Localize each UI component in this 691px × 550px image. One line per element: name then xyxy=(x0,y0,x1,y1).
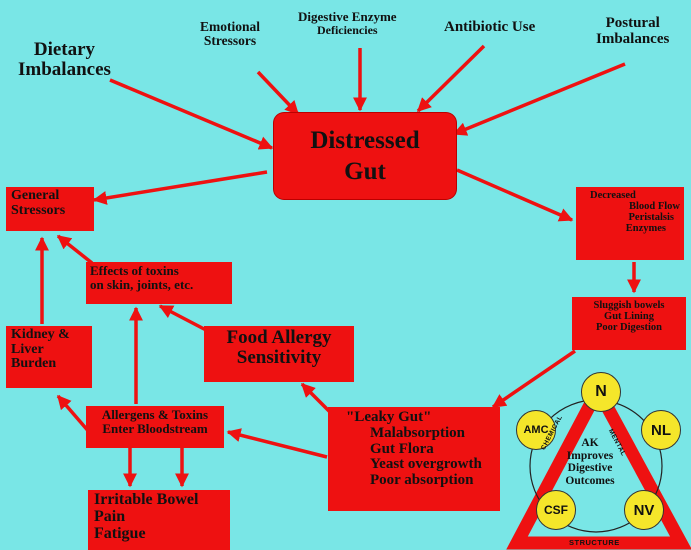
antibiotic-use-label: Antibiotic Use xyxy=(444,19,536,35)
arrow-emotional-to-gut xyxy=(256,70,300,116)
arrow-antibiotic-to-gut xyxy=(416,44,486,113)
ak-center-text: AK Improves Digestive Outcomes xyxy=(565,437,615,487)
arrow-gut-to-general-stressors xyxy=(92,170,268,205)
node-amc: AMC xyxy=(516,410,556,450)
decreased-box: Decreased Blood Flow Peristalsis Enzymes xyxy=(576,187,684,260)
arrow-food-allergy-to-toxins xyxy=(158,304,207,332)
arrow-leaky-to-allergens xyxy=(226,428,328,459)
arrow-sluggish-to-leaky xyxy=(491,349,576,409)
arrow-postural-to-gut xyxy=(452,62,626,136)
arrow-toxins-to-general-stressors xyxy=(56,234,94,265)
node-n: N xyxy=(581,372,621,412)
arrow-dietary-to-gut xyxy=(109,78,274,150)
node-nl: NL xyxy=(641,410,681,450)
arrow-gut-to-decreased xyxy=(456,168,574,222)
leaky-gut-box: "Leaky Gut" Malabsorption Gut Flora Yeas… xyxy=(328,407,500,511)
node-nv: NV xyxy=(624,490,664,530)
arrow-allergens-to-kidney xyxy=(56,394,92,435)
node-csf: CSF xyxy=(536,490,576,530)
triangle-edge-bottom: STRUCTURE xyxy=(569,538,620,547)
arrow-leaky-to-food-allergy xyxy=(300,382,332,414)
